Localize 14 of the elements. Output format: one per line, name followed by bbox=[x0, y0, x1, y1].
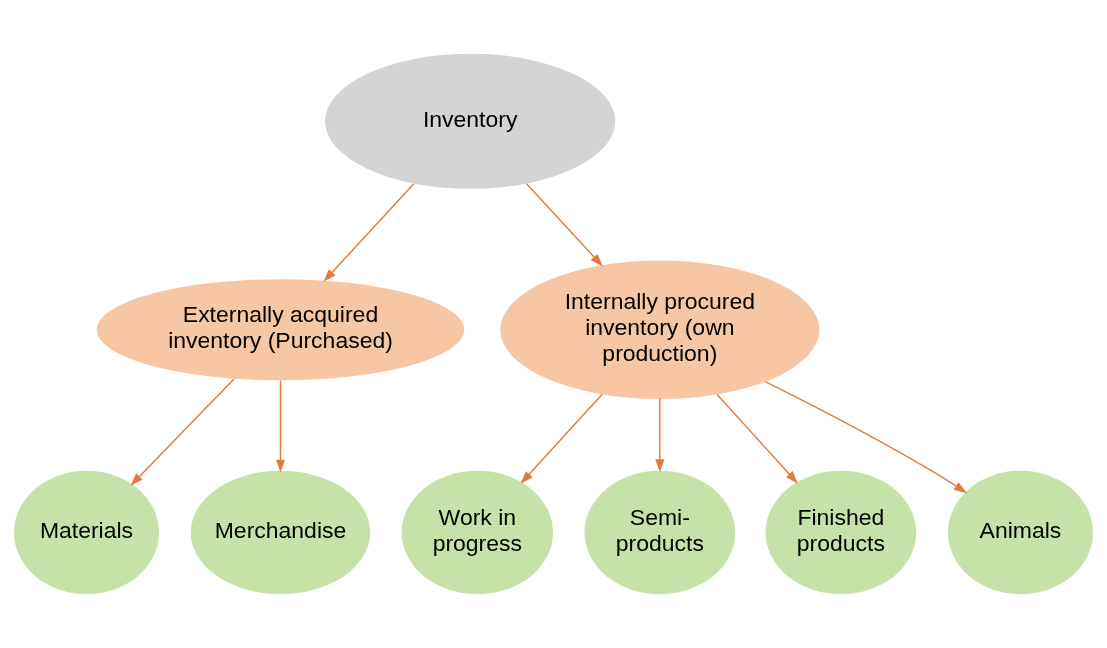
node-ellipse: Inventory bbox=[325, 53, 616, 189]
arrow bbox=[130, 378, 235, 486]
node-ellipse: Merchandise bbox=[190, 470, 371, 595]
arrow bbox=[323, 183, 415, 282]
node-ellipse: Semi-products bbox=[584, 470, 736, 595]
arrow bbox=[525, 183, 603, 267]
node-ellipse: Internally procured inventory (own production) bbox=[500, 260, 820, 399]
arrow bbox=[716, 393, 799, 484]
arrow bbox=[520, 393, 603, 484]
node-ellipse: Externally acquired inventory (Purchased) bbox=[96, 279, 465, 381]
node-ellipse: Animals bbox=[947, 470, 1094, 595]
arrow bbox=[764, 380, 967, 494]
arrow bbox=[275, 379, 286, 473]
arrow bbox=[655, 398, 665, 473]
